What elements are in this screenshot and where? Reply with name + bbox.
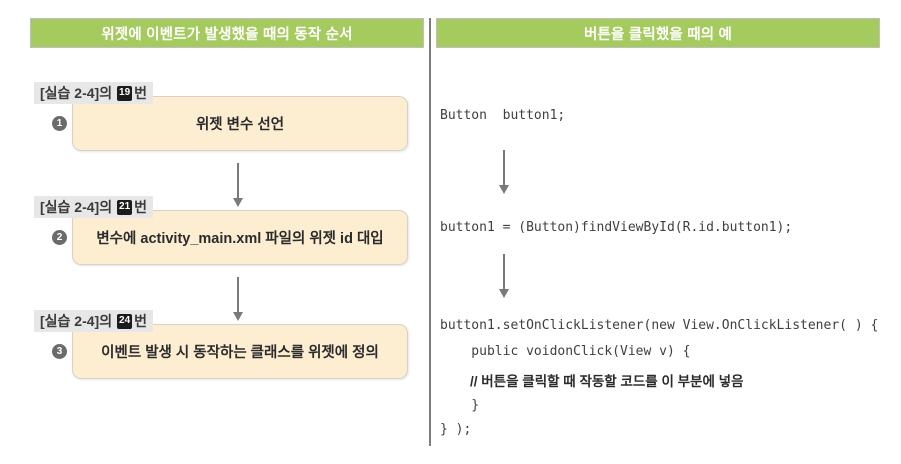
- flow-arrow-2-to-3: [232, 277, 244, 321]
- step-1-box-text: 위젯 변수 선언: [195, 117, 285, 133]
- step-2-label: [실습 2-4]의 21 번: [34, 196, 153, 218]
- column-header-right-label: 버튼을 클릭했을 때의 예: [583, 26, 733, 43]
- step-1-label-suffix: 번: [134, 85, 147, 101]
- step-3-box: 이벤트 발생 시 동작하는 클래스를 위젯에 정의: [72, 324, 408, 379]
- code-example-column: Button button1; button1 = (Button)findVi…: [440, 70, 895, 450]
- step-1-label-prefix: [실습 2-4]의: [40, 85, 113, 101]
- column-header-left: 위젯에 이벤트가 발생했을 때의 동작 순서: [30, 18, 424, 48]
- step-2-bullet: 2: [52, 230, 67, 245]
- step-1-bullet: 1: [52, 116, 67, 131]
- code-line-7: } );: [440, 422, 472, 437]
- step-2-label-prefix: [실습 2-4]의: [40, 199, 113, 215]
- step-3-label: [실습 2-4]의 24 번: [34, 310, 153, 332]
- code-line-6: }: [440, 398, 480, 413]
- step-2-box-text: 변수에 activity_main.xml 파일의 위젯 id 대입: [96, 231, 384, 247]
- step-3-number-badge: 24: [117, 313, 133, 329]
- step-2-number-badge: 21: [117, 199, 133, 215]
- step-1-label: [실습 2-4]의 19 번: [34, 82, 153, 104]
- code-line-1: Button button1;: [440, 108, 566, 123]
- column-divider: [429, 18, 431, 446]
- code-line-3: button1.setOnClickListener(new View.OnCl…: [440, 318, 879, 333]
- column-header-right: 버튼을 클릭했을 때의 예: [436, 18, 880, 48]
- column-header-left-label: 위젯에 이벤트가 발생했을 때의 동작 순서: [101, 26, 353, 43]
- flow-arrow-1-to-2: [232, 163, 244, 207]
- step-3-label-prefix: [실습 2-4]의: [40, 313, 113, 329]
- flow-diagram: [실습 2-4]의 19 번 1 위젯 변수 선언 [실습 2-4]의 21 번…: [0, 0, 429, 464]
- code-arrow-2-to-3: [498, 254, 510, 298]
- step-3-box-text: 이벤트 발생 시 동작하는 클래스를 위젯에 정의: [101, 345, 379, 361]
- step-1-number-badge: 19: [117, 85, 133, 101]
- step-1-box: 위젯 변수 선언: [72, 96, 408, 151]
- code-arrow-1-to-2: [498, 150, 510, 194]
- code-line-4: public voidonClick(View v) {: [440, 344, 691, 359]
- step-2-box: 변수에 activity_main.xml 파일의 위젯 id 대입: [72, 210, 408, 265]
- step-2-label-suffix: 번: [134, 199, 147, 215]
- code-line-2: button1 = (Button)findViewById(R.id.butt…: [440, 220, 793, 235]
- step-3-label-suffix: 번: [134, 313, 147, 329]
- step-3-bullet: 3: [52, 344, 67, 359]
- code-line-5-comment: // 버튼을 클릭할 때 작동할 코드를 이 부분에 넣음: [440, 374, 744, 389]
